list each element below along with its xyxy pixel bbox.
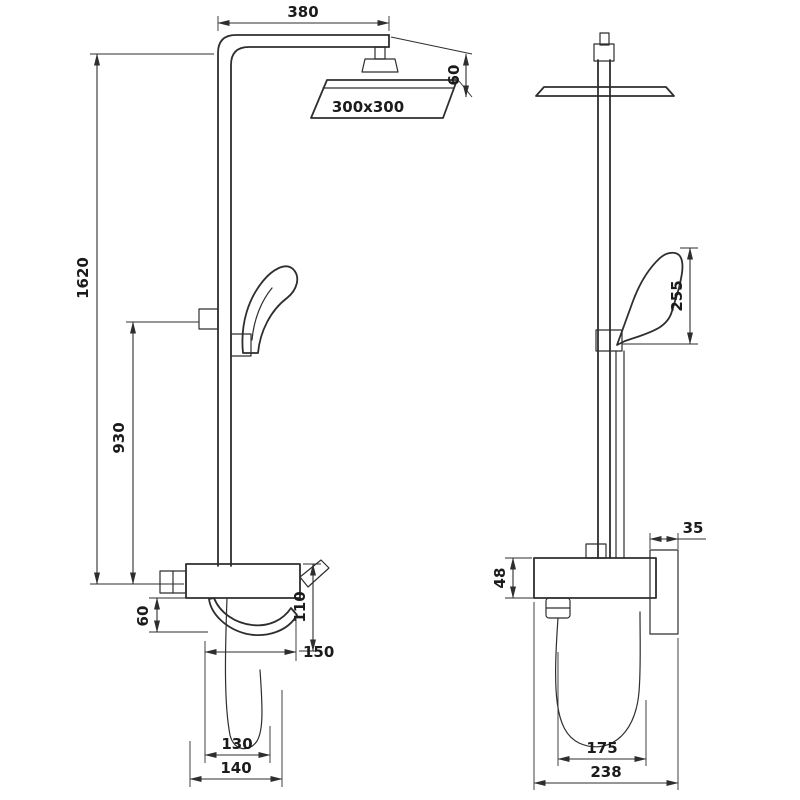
mixer-body-side (533, 557, 657, 599)
dim-head-drop: 60 (390, 36, 473, 98)
dim-label-head-size: 300x300 (332, 98, 404, 116)
slider-knob (198, 308, 219, 330)
side-shower-head (535, 86, 675, 97)
dim-hose-loop-width: 175 (557, 652, 647, 766)
dim-label-base-width: 140 (220, 759, 251, 777)
dim-label-hand-shower-length: 255 (668, 280, 686, 311)
dim-label-total-depth: 238 (590, 763, 621, 781)
head-stem (374, 46, 386, 60)
dim-spout-drop: 60 (134, 597, 208, 633)
front-hand-shower (198, 265, 299, 357)
head-joint-stem (599, 32, 610, 46)
dim-mixer-to-spout: 110 (291, 563, 321, 652)
dim-mixer-height: 930 (110, 321, 199, 585)
dim-label-hose-width: 130 (221, 735, 252, 753)
side-hose-loop (555, 611, 641, 748)
dim-label-hose-loop-width: 175 (586, 739, 617, 757)
head-joint (593, 43, 615, 62)
handshower-clamp-side (595, 329, 623, 352)
dim-spout-reach: 150 (204, 617, 334, 763)
dim-total-height: 1620 (74, 53, 214, 585)
dim-base-width: 140 (189, 690, 283, 787)
head-cone-joint (361, 58, 399, 73)
front-riser-pipe (217, 34, 390, 567)
front-hose (224, 597, 263, 750)
front-shower-head: 300x300 (310, 46, 458, 119)
dim-label-mixer-height: 930 (110, 422, 128, 453)
dim-label-total-height: 1620 (74, 257, 92, 299)
dim-label-wall-offset: 35 (683, 519, 704, 537)
mixer-body (185, 563, 301, 599)
side-hand-shower (595, 251, 684, 559)
head-plate (310, 79, 458, 119)
dim-mixer-depth: 48 (491, 557, 540, 599)
wall-plate (649, 549, 679, 635)
dim-label-head-drop: 60 (445, 65, 463, 86)
dim-hose-width: 130 (204, 726, 271, 763)
dim-hand-shower-length: 255 (622, 247, 698, 345)
dim-top-width: 380 (217, 3, 390, 31)
mixer-top-button (585, 543, 607, 559)
dim-total-depth: 238 (533, 602, 679, 790)
front-view: 300x300 380 (74, 3, 473, 787)
dim-label-spout-drop: 60 (134, 606, 152, 627)
handshower-clamp (230, 333, 252, 357)
side-riser-pipe (593, 32, 615, 559)
front-spout (208, 597, 298, 636)
dim-label-top-width: 380 (287, 3, 318, 21)
handshower-body (241, 265, 299, 354)
side-view: 255 35 48 175 238 (491, 32, 706, 790)
dim-label-mixer-to-spout: 110 (291, 591, 309, 622)
dim-label-spout-reach: 150 (303, 643, 334, 661)
dim-wall-offset: 35 (649, 519, 706, 549)
dim-label-mixer-depth: 48 (491, 568, 509, 589)
side-mixer (533, 543, 679, 635)
